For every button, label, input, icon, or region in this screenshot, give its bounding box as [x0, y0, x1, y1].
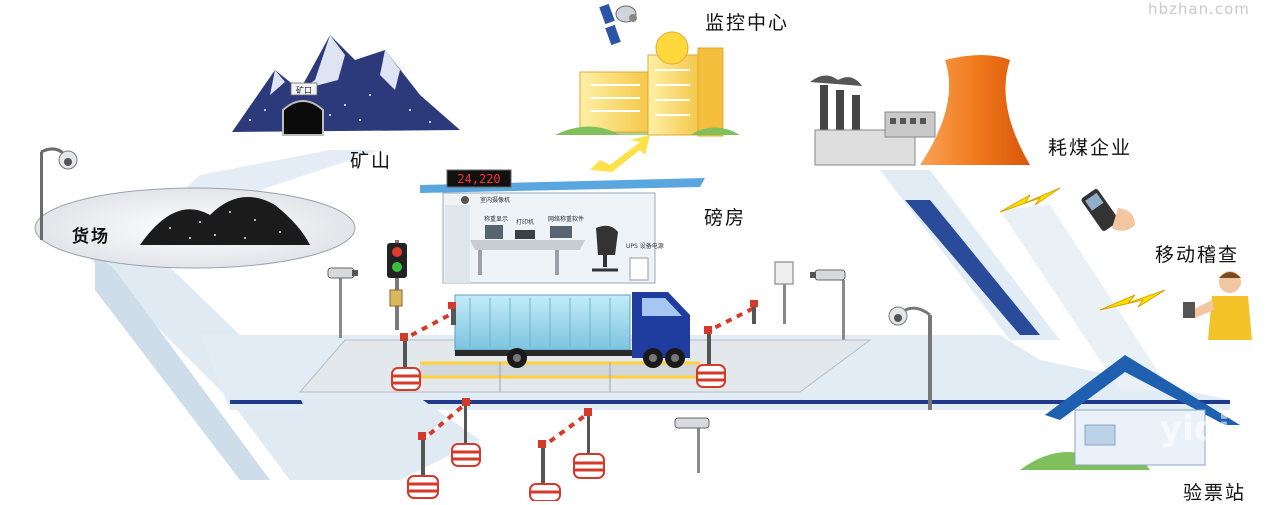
street-camera-right — [888, 306, 932, 410]
display-reading: 24,220 — [457, 172, 500, 186]
ground-camera — [674, 417, 710, 473]
pole-camera-left — [327, 267, 358, 338]
label-ticket-station: 验票站 — [1183, 482, 1247, 504]
satellite-icon — [599, 3, 637, 46]
mine-mountain — [232, 35, 460, 136]
room-label-ups: UPS 设备电源 — [626, 242, 664, 250]
room-label-software: 网络称重软件 — [548, 215, 584, 223]
cargo-yard — [34, 187, 356, 269]
truck — [454, 292, 690, 368]
lightning-signal-icon — [999, 187, 1166, 311]
card-reader-kiosk — [774, 261, 794, 324]
weigh-house — [420, 169, 705, 284]
label-mine: 矿山 — [350, 150, 393, 172]
label-coal-enterprise: 耗煤企业 — [1048, 137, 1133, 159]
room-label-weigh-display: 称重显示 — [484, 215, 508, 223]
traffic-light — [387, 240, 407, 330]
room-label-printer: 打印机 — [516, 218, 534, 226]
weighbridge-platform — [298, 339, 872, 393]
ticket-station-house — [1020, 355, 1240, 470]
label-mobile-inspection: 移动稽查 — [1155, 244, 1240, 266]
room-label-sign: 室内摄像机 — [480, 196, 510, 204]
handheld-terminal-icon — [1081, 189, 1135, 231]
monitor-center-buildings — [555, 31, 740, 172]
inspector-person-icon — [1183, 271, 1252, 340]
pole-camera-right — [810, 269, 846, 340]
label-monitor-center: 监控中心 — [705, 12, 790, 34]
mine-sign: 矿口 — [296, 85, 312, 95]
barrier-gates — [391, 300, 758, 501]
page-watermark: hbzhan.com — [1148, 0, 1250, 18]
label-weigh-house: 磅房 — [704, 207, 747, 229]
street-camera-left — [40, 147, 78, 240]
coal-enterprise-factory — [810, 55, 1030, 166]
label-yard: 货场 — [72, 227, 110, 247]
site-watermark: yiqi.com — [1160, 409, 1280, 449]
